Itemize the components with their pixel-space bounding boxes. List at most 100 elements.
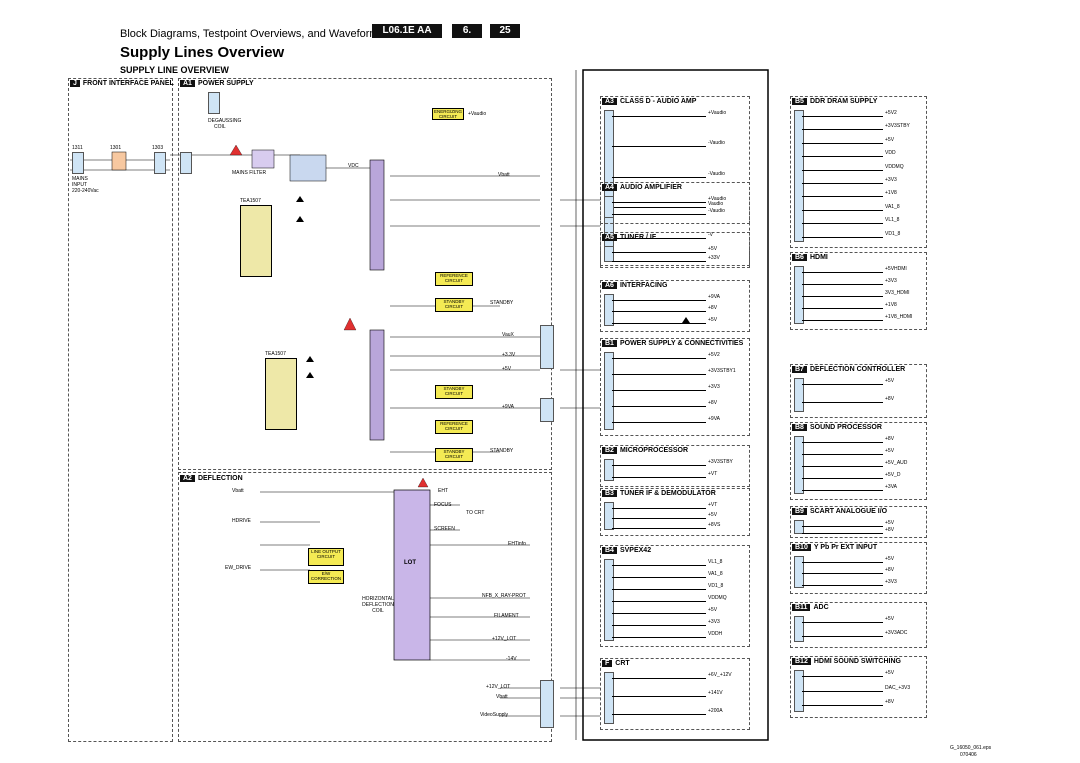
footnote-date: 070406 bbox=[960, 752, 977, 758]
right-block-b11-connector bbox=[794, 616, 804, 642]
energizing-circuit: ENERGIZING CIRCUIT bbox=[432, 108, 464, 120]
mid-block-b4-rail: VDDMQ bbox=[708, 595, 727, 601]
right-block-b5-line bbox=[802, 223, 883, 225]
mid-block-f-rail: +141V bbox=[708, 690, 723, 696]
mid-block-f-line bbox=[612, 714, 706, 715]
standby-circuit-3: STANDBY CIRCUIT bbox=[435, 448, 473, 462]
connector-1m3 bbox=[540, 398, 554, 422]
right-block-b8-line bbox=[802, 442, 883, 443]
right-block-b11 bbox=[790, 602, 927, 648]
mid-block-a6 bbox=[600, 280, 750, 332]
right-block-b9-line bbox=[802, 533, 883, 534]
power-supply-panel bbox=[178, 78, 552, 470]
right-block-b6-rail: +3V3 bbox=[885, 278, 897, 284]
mid-block-b1-line bbox=[612, 406, 706, 407]
chapter-badge: 6. bbox=[452, 24, 482, 38]
mid-block-b1-line bbox=[612, 374, 706, 375]
mid-block-a3-rail: +Vaudio bbox=[708, 110, 727, 116]
connector-1303-block bbox=[154, 152, 166, 174]
mid-block-a3-line bbox=[612, 116, 706, 117]
mains-label: MAINS bbox=[72, 176, 88, 182]
mid-block-b1 bbox=[600, 338, 750, 436]
right-block-b8-line bbox=[802, 478, 883, 479]
right-block-b5-rail: VA1_8 bbox=[885, 203, 900, 210]
mid-block-b4-line bbox=[612, 601, 706, 602]
right-block-b12-rail: +8V bbox=[885, 699, 895, 706]
right-block-b8-connector bbox=[794, 436, 804, 494]
right-block-b5-rail: +1V8 bbox=[885, 190, 897, 197]
right-block-b8-rail: +3VA bbox=[885, 484, 897, 490]
focus-label: FOCUS bbox=[434, 502, 452, 508]
eht-label: EHT bbox=[438, 488, 448, 494]
mid-block-b2-rail: +3V3STBY bbox=[708, 459, 733, 465]
ew-drive-label: EW_DRIVE bbox=[225, 565, 252, 571]
connector-1311: 1311 bbox=[72, 145, 83, 151]
right-block-b6-rail: +1V8 bbox=[885, 302, 897, 308]
front-interface-panel bbox=[68, 78, 173, 742]
right-block-b5-line bbox=[802, 156, 883, 158]
mid-block-a6-line bbox=[612, 322, 706, 324]
right-block-b5-connector bbox=[794, 110, 804, 242]
mid-block-a3-rail: -Vaudio bbox=[708, 170, 725, 177]
hdrive-label: HDRIVE bbox=[232, 518, 251, 524]
mains-connector bbox=[72, 152, 84, 174]
right-block-b7-rail: +5V bbox=[885, 378, 895, 384]
connector-1303: 1303 bbox=[152, 145, 164, 151]
vaudio-label: +Vaudio bbox=[468, 111, 487, 117]
right-block-b8 bbox=[790, 422, 927, 500]
right-block-b7-line bbox=[802, 402, 883, 403]
mid-block-a5 bbox=[600, 232, 750, 268]
nfb-label: NFB_X_RAY-PROT bbox=[482, 593, 526, 599]
right-block-b8-rail: +5V_AUD bbox=[885, 460, 908, 466]
mid-block-a5-line bbox=[612, 252, 706, 253]
mid-block-a6-connector bbox=[604, 294, 614, 326]
mid-block-b3-line bbox=[612, 508, 706, 509]
right-block-b10-connector bbox=[794, 556, 804, 588]
right-block-b5-rail: +5V bbox=[885, 136, 895, 143]
mid-block-a5-rail: +33V bbox=[708, 255, 720, 261]
mid-block-b2 bbox=[600, 445, 750, 487]
right-block-b9-connector bbox=[794, 520, 804, 534]
degaussing-label: DEGAUSSING bbox=[208, 118, 242, 124]
mid-block-a3-rail: -Vaudio bbox=[708, 140, 725, 147]
mid-block-b4 bbox=[600, 545, 750, 647]
right-block-b11-line bbox=[802, 636, 883, 637]
mid-block-a6-line bbox=[612, 311, 706, 313]
right-block-b5-line bbox=[802, 142, 883, 144]
mid-block-b1-line bbox=[612, 422, 706, 423]
right-block-b5-rail: +3V3 bbox=[885, 177, 897, 183]
mid-block-b2-line bbox=[612, 465, 706, 466]
right-block-b6-line bbox=[802, 296, 883, 297]
section-title: SUPPLY LINE OVERVIEW bbox=[120, 65, 229, 75]
mid-block-b4-rail: +3V3 bbox=[708, 619, 720, 625]
right-block-b5-rail: VDD bbox=[885, 150, 896, 157]
mid-block-a6-rail: +8V bbox=[708, 305, 718, 312]
mid-block-a5-connector bbox=[604, 246, 614, 262]
right-block-b12-rail: +5V bbox=[885, 670, 895, 676]
right-block-b8-rail: +8V bbox=[885, 436, 895, 442]
right-block-b10-rail: +5V bbox=[885, 556, 895, 562]
mid-block-b1-connector bbox=[604, 352, 614, 430]
right-block-b5-line bbox=[802, 169, 883, 171]
mid-block-f-line bbox=[612, 678, 706, 679]
right-block-b5-line bbox=[802, 183, 883, 184]
deflection-panel bbox=[178, 472, 552, 742]
mid-block-b4-line bbox=[612, 625, 706, 626]
mid-block-f-connector bbox=[604, 672, 614, 724]
right-block-b6-rail: 3V3_HDMI bbox=[885, 290, 910, 296]
right-block-b5-rail: +3V3STBY bbox=[885, 123, 910, 130]
screen-label: SCREEN bbox=[434, 526, 455, 532]
right-block-b12-line bbox=[802, 690, 883, 692]
connector-1504 bbox=[208, 92, 220, 114]
mid-block-b1-rail: +8V bbox=[708, 400, 718, 406]
v14-label: -14V bbox=[506, 656, 517, 662]
mid-block-f-rail: +200A bbox=[708, 708, 723, 714]
